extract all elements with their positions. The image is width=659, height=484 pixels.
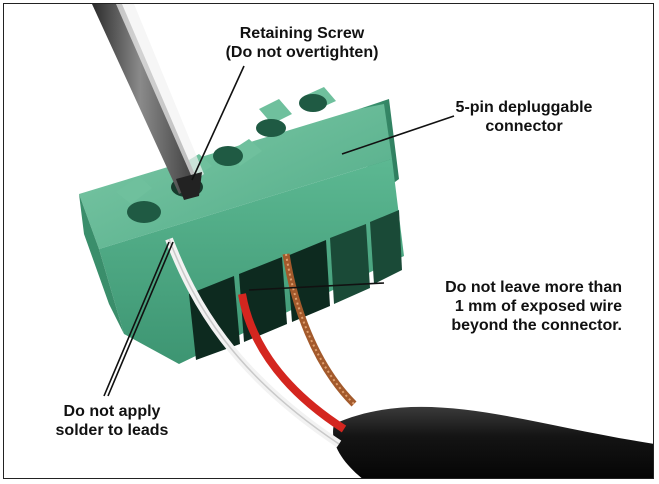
- connector-left-end: [79, 194, 124, 334]
- screwdriver-tip: [176, 172, 202, 200]
- callout-connector-line1: 5-pin depluggable: [455, 99, 593, 116]
- callout-exposed-wire: Do not leave more than 1 mm of exposed w…: [374, 278, 622, 335]
- connector-rib: [259, 99, 292, 124]
- callout-wire-line3: beyond the connector.: [451, 317, 622, 334]
- screw-hole: [256, 119, 286, 137]
- leader-solder-double: [107, 241, 174, 397]
- black-cable-jacket: [333, 406, 653, 478]
- leader-solder: [103, 241, 170, 397]
- callout-retaining-screw: Retaining Screw (Do not overtighten): [197, 24, 407, 62]
- callout-screw-line1: Retaining Screw: [239, 25, 365, 42]
- callout-solder-line2: solder to leads: [55, 422, 169, 439]
- screwdriver: [92, 4, 204, 200]
- screw-hole: [299, 94, 327, 112]
- callout-wire-line1: Do not leave more than: [445, 279, 622, 296]
- leader-lines: [103, 65, 455, 397]
- callout-depluggable-connector: 5-pin depluggable connector: [424, 98, 624, 136]
- leader-screw: [191, 65, 245, 181]
- callout-wire-line2: 1 mm of exposed wire: [454, 298, 622, 315]
- screwdriver-shaft: [92, 4, 199, 194]
- callout-connector-line2: connector: [485, 118, 563, 135]
- leader-connector: [341, 115, 455, 155]
- wire-opening: [330, 224, 370, 304]
- white-wire-edge: [168, 238, 340, 445]
- leader-wire: [248, 282, 385, 291]
- callout-solder-line1: Do not apply: [63, 403, 161, 420]
- screw-hole: [127, 201, 161, 223]
- connector-body: [79, 87, 404, 364]
- red-wire: [238, 293, 347, 433]
- copper-wire-braid: [285, 253, 355, 405]
- figure-frame: Retaining Screw (Do not overtighten) 5-p…: [3, 3, 654, 479]
- connector-photo: [79, 4, 653, 478]
- callout-screw-line2: (Do not overtighten): [225, 44, 379, 61]
- screwdriver-highlight: [116, 4, 204, 182]
- callout-no-solder: Do not apply solder to leads: [22, 402, 202, 440]
- wire-opening: [370, 210, 402, 284]
- cable: [165, 237, 653, 478]
- connector-rib: [116, 176, 152, 204]
- connector-front-face: [99, 159, 404, 364]
- screw-hole: [213, 146, 243, 166]
